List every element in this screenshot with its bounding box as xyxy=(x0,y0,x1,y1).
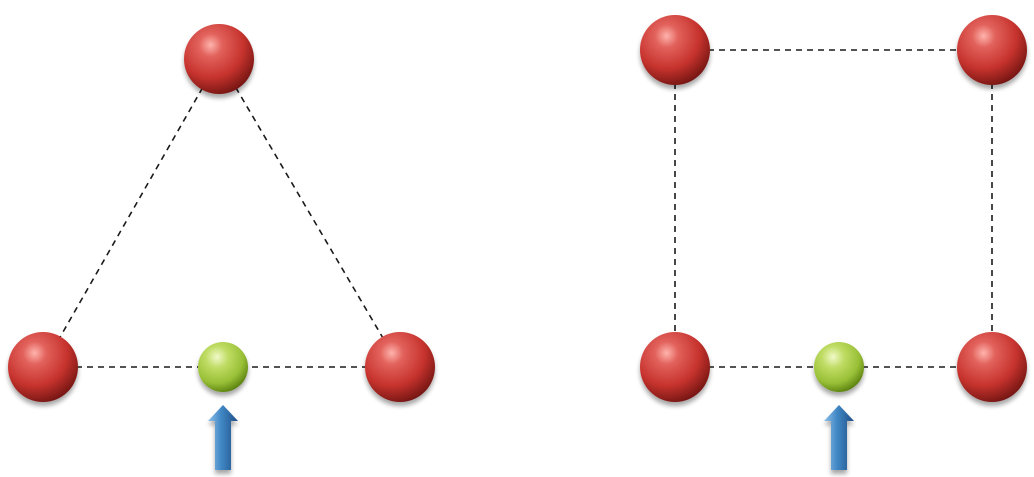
triangle-nodes xyxy=(8,24,435,402)
red-sphere-icon xyxy=(957,332,1027,402)
red-sphere-icon xyxy=(8,332,78,402)
triangle-panel xyxy=(8,24,435,470)
red-sphere-icon xyxy=(640,15,710,85)
triangle-edges xyxy=(42,58,401,368)
red-sphere-icon xyxy=(640,332,710,402)
red-sphere-icon xyxy=(365,332,435,402)
up-arrow-icon xyxy=(208,405,238,470)
square-edges xyxy=(674,49,993,368)
square-panel xyxy=(640,15,1027,470)
green-sphere-icon xyxy=(198,342,248,392)
red-sphere-icon xyxy=(184,24,254,94)
red-sphere-icon xyxy=(957,15,1027,85)
square-nodes xyxy=(640,15,1027,402)
green-sphere-icon xyxy=(814,342,864,392)
triangle-edge-right xyxy=(218,58,401,368)
triangle-edge-left xyxy=(42,58,220,368)
up-arrow-icon xyxy=(824,405,854,470)
